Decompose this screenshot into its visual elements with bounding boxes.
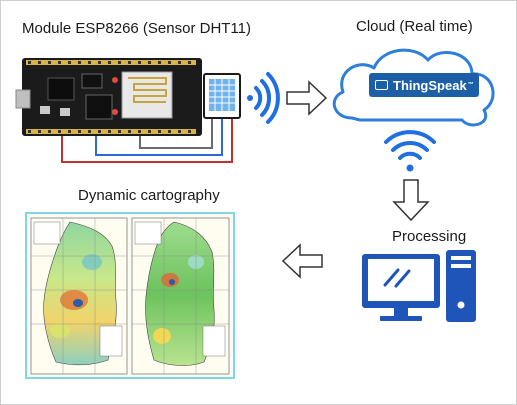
- map-sheet-1: [30, 217, 128, 375]
- cloud-label: Cloud (Real time): [356, 18, 473, 35]
- map-panel: [25, 212, 235, 379]
- wifi-icon: [384, 130, 436, 172]
- module-label: Module ESP8266 (Sensor DHT11): [22, 20, 251, 37]
- thingspeak-logo-text: ThingSpeak: [393, 77, 467, 93]
- arrow-right-icon: [286, 80, 328, 116]
- arrow-down-icon: [392, 179, 430, 222]
- map-sheet-2: [131, 217, 230, 375]
- cartography-label: Dynamic cartography: [78, 187, 220, 204]
- arrow-left-icon: [281, 243, 323, 279]
- processing-label: Processing: [392, 228, 467, 245]
- wifi-icon: [247, 72, 280, 124]
- chat-icon: [375, 80, 388, 90]
- trademark-mark: ™: [467, 82, 474, 88]
- sensor-wires: [61, 118, 233, 163]
- esp8266-board: [15, 58, 202, 136]
- computer-icon: [362, 250, 476, 322]
- thingspeak-logo: ThingSpeak ™: [369, 73, 479, 97]
- dht11-sensor: [203, 73, 241, 119]
